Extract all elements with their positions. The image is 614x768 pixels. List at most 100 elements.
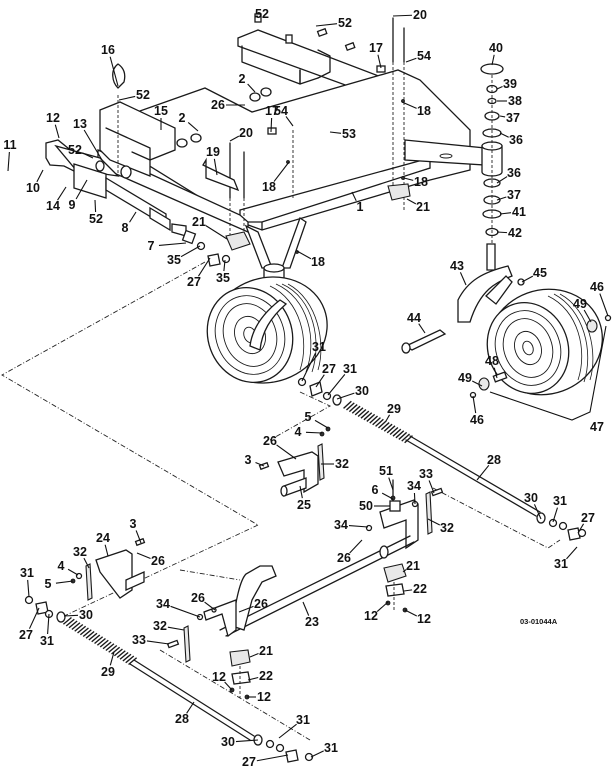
callout-label: 23 [305,615,319,629]
leader-line [135,530,142,544]
leader-line [55,580,74,584]
callout-18: 18 [403,175,428,189]
callout-17: 17 [265,104,279,133]
callout-label: 27 [322,362,336,376]
callout-label: 46 [470,413,484,427]
callout-label: 12 [257,690,271,704]
leader-line [299,485,303,499]
callout-label: 38 [508,94,522,108]
right-caster-wheel [469,288,612,399]
callout-label: 52 [338,16,352,30]
leader-line [136,552,151,560]
leader-line [296,250,312,260]
callout-10: 10 [26,169,44,195]
callout-label: 27 [187,275,201,289]
callout-12: 12 [404,609,431,626]
callout-label: 32 [440,521,454,535]
callout-label: 29 [101,665,115,679]
leader-line [472,395,477,414]
callout-label: 10 [26,181,40,195]
callout-label: 31 [20,566,34,580]
callout-50: 50 [359,499,390,513]
leader-line [118,95,136,101]
leader-line [255,461,265,467]
leader-line [273,161,290,182]
callout-label: 32 [335,457,349,471]
callout-6: 6 [372,483,394,500]
callout-32: 32 [153,619,185,633]
callout-18: 18 [296,250,325,269]
leader-line [493,367,498,379]
spring [62,616,138,666]
callout-15: 15 [154,104,168,130]
callout-label: 30 [79,608,93,622]
leader-line [223,259,226,272]
callout-35: 35 [167,245,201,267]
callout-label: 8 [122,221,129,235]
callout-label: 21 [192,215,206,229]
callout-label: 49 [458,371,472,385]
callout-label: 49 [573,297,587,311]
leader-line [496,86,503,90]
callout-26: 26 [136,552,165,568]
callout-8: 8 [122,211,137,235]
callout-label: 13 [73,117,87,131]
callout-17: 17 [369,41,383,69]
callout-31: 31 [278,713,310,739]
callout-29: 29 [101,651,115,679]
callout-32: 32 [321,457,349,471]
callout-30: 30 [524,491,542,520]
callout-label: 39 [503,77,517,91]
callout-47: 47 [590,420,604,434]
callout-label: 5 [45,577,52,591]
leader-line [305,431,323,434]
leader-line [54,124,60,139]
callout-26: 26 [263,434,297,460]
callout-21: 21 [249,644,273,658]
bracket-47 [489,325,607,421]
callout-label: 35 [216,271,230,285]
leader-line [329,131,342,134]
callout-label: 30 [221,735,235,749]
callout-label: 31 [324,741,338,755]
callout-label: 3 [245,453,252,467]
leader-line [186,701,195,714]
callout-30: 30 [221,735,259,749]
callout-46: 46 [470,395,484,427]
leader-line [146,640,170,645]
callout-44: 44 [407,311,426,334]
spring [343,400,413,444]
leader-line [381,492,394,500]
callout-12: 12 [46,111,60,139]
callout-label: 26 [254,597,268,611]
callout-31: 31 [310,741,338,758]
callout-label: 29 [387,402,401,416]
callout-label: 27 [19,628,33,642]
center-lever-assembly [258,426,331,497]
leader-line [129,211,137,223]
callout-label: 43 [450,259,464,273]
callout-label: 28 [487,453,501,467]
leader-line [376,601,389,612]
leader-line [418,323,426,334]
callout-label: 32 [153,619,167,633]
left-lever-assembly [70,537,217,663]
callout-label: 19 [206,145,220,159]
leader-line [109,56,119,87]
callout-label: 40 [489,41,503,55]
leader-line [7,151,10,172]
leader-line [94,199,97,213]
callout-27: 27 [577,511,595,534]
callout-3: 3 [245,453,265,467]
callout-30: 30 [336,384,369,400]
leader-line [406,198,417,205]
callout-33: 33 [132,633,170,647]
callout-24: 24 [96,531,110,557]
callout-label: 3 [130,517,137,531]
leader-line [476,464,490,481]
callout-2: 2 [239,72,256,93]
callout-label: 4 [295,425,302,439]
callout-label: 31 [296,713,310,727]
callout-label: 31 [312,340,326,354]
